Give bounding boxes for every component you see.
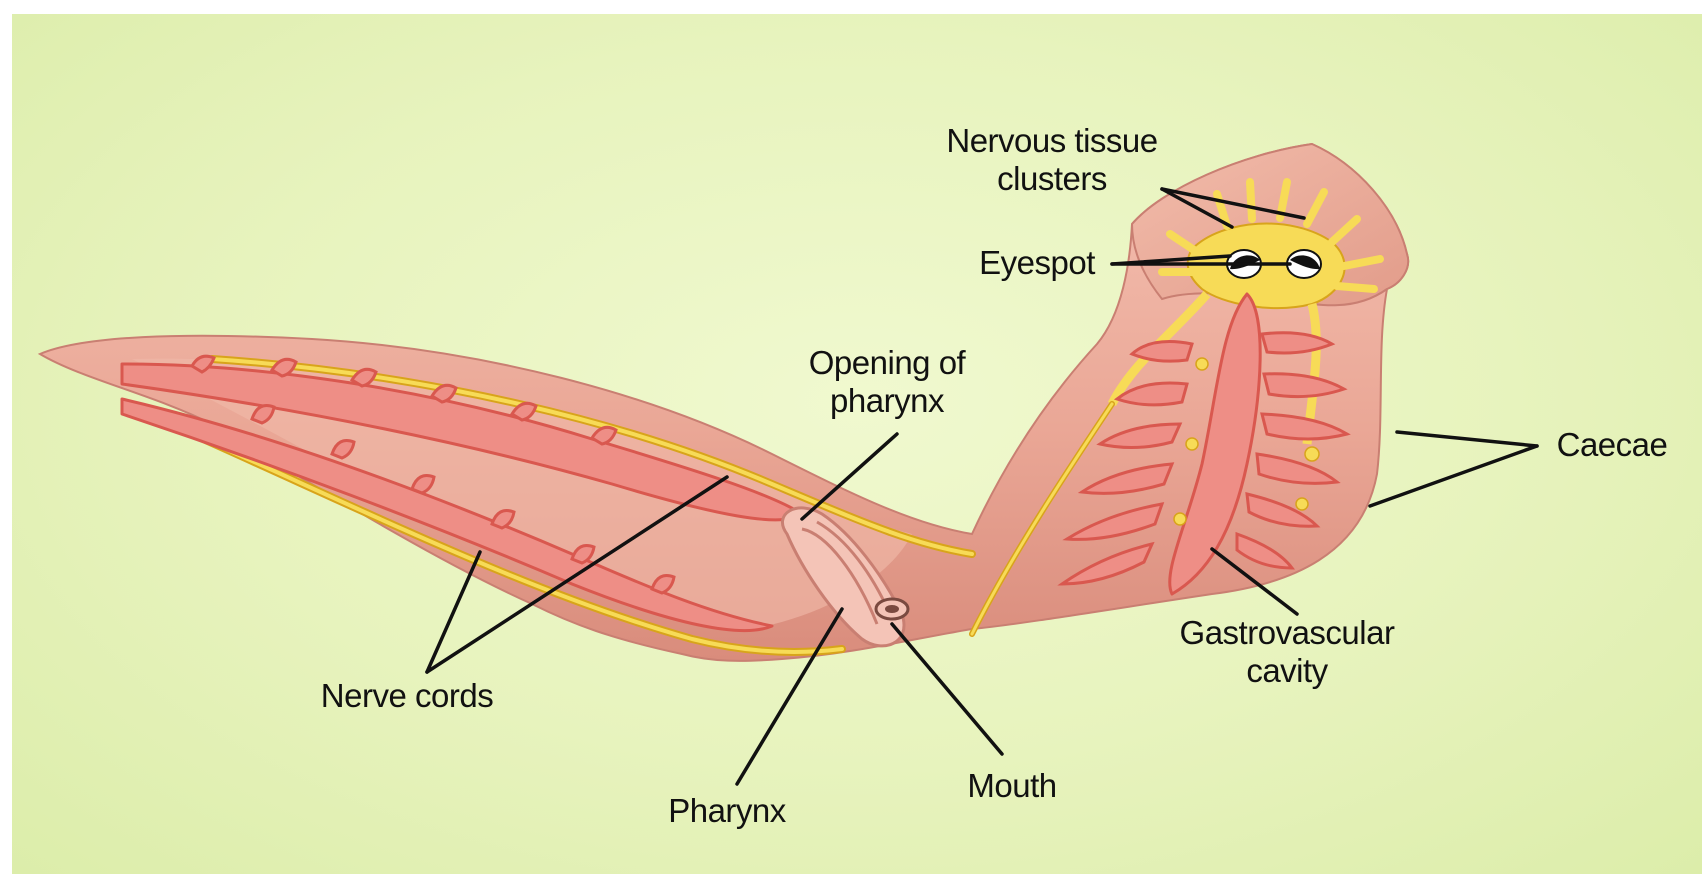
- label-nervous-tissue-clusters: Nervous tissue clusters: [932, 122, 1172, 198]
- planarian-diagram: [12, 14, 1702, 874]
- label-mouth: Mouth: [937, 767, 1087, 805]
- diagram-canvas: Nervous tissue clusters Eyespot Opening …: [12, 14, 1702, 874]
- label-pharynx: Pharynx: [637, 792, 817, 830]
- label-nerve-cords: Nerve cords: [287, 677, 527, 715]
- label-gastrovascular-cavity: Gastrovascular cavity: [1157, 614, 1417, 690]
- label-opening-of-pharynx: Opening of pharynx: [782, 344, 992, 420]
- label-caecae: Caecae: [1542, 426, 1682, 464]
- label-eyespot: Eyespot: [962, 244, 1112, 282]
